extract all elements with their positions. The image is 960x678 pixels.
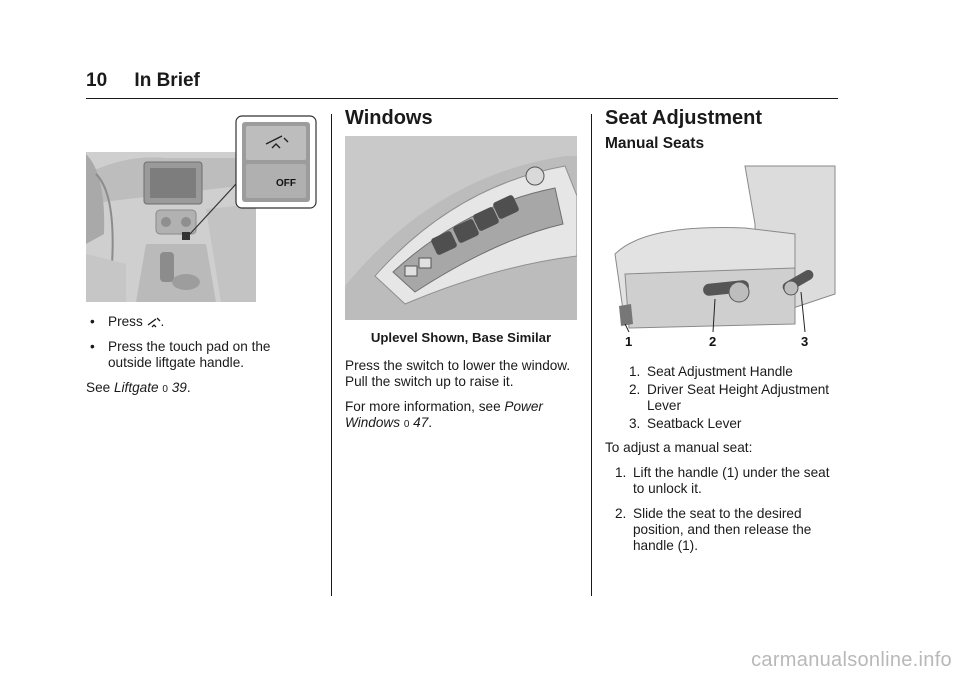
windows-para-2: For more information, see Power Windows … xyxy=(345,399,577,433)
para2-prefix: For more information, see xyxy=(345,399,501,414)
page-number: 10 xyxy=(86,70,108,91)
section-title: In Brief xyxy=(134,70,200,91)
windows-heading: Windows xyxy=(345,107,433,129)
bullet-marker: • xyxy=(90,314,95,329)
bullet-text: Press xyxy=(108,314,143,329)
column-divider-2 xyxy=(591,114,592,596)
callout-3: 3 xyxy=(801,334,808,349)
liftgate-button-illustration xyxy=(86,115,317,302)
legend-text: Driver Seat Height Adjustment Lever xyxy=(647,382,830,413)
liftgate-icon xyxy=(147,316,161,328)
left-column: OFF • Press . • Press the touch pad on t… xyxy=(86,114,318,407)
legend-item: 3. Seatback Lever xyxy=(629,416,837,432)
bullet-press-button: • Press . xyxy=(86,314,318,330)
see-suffix: . xyxy=(186,380,191,395)
middle-column: Windows Uplevel Shown, Base Similar Pres… xyxy=(345,107,577,442)
adjust-intro: To adjust a manual seat: xyxy=(605,440,753,455)
bullet-text: Press the touch pad on the outside liftg… xyxy=(108,339,271,370)
legend-number: 3. xyxy=(629,416,641,431)
para2-suffix: . xyxy=(428,415,433,430)
step-number: 2. xyxy=(615,506,627,521)
step-text: Lift the handle (1) under the seat to un… xyxy=(633,465,830,496)
step-item: 1. Lift the handle (1) under the seat to… xyxy=(615,465,837,497)
column-divider-1 xyxy=(331,114,332,596)
step-number: 1. xyxy=(615,465,627,480)
window-switch-illustration xyxy=(345,136,577,320)
manual-seat-illustration: 1 2 3 xyxy=(605,164,837,354)
seat-adjustment-heading: Seat Adjustment xyxy=(605,107,763,129)
legend-text: Seatback Lever xyxy=(647,416,742,431)
legend-text: Seat Adjustment Handle xyxy=(647,364,793,379)
page-ref-icon: 0 xyxy=(162,384,168,395)
page-ref-icon: 0 xyxy=(403,419,410,430)
liftgate-link[interactable]: Liftgate xyxy=(113,380,159,395)
legend-item: 2. Driver Seat Height Adjustment Lever xyxy=(629,382,837,414)
see-reference: See Liftgate 0 39. xyxy=(86,380,318,398)
step-item: 2. Slide the seat to the desired positio… xyxy=(615,506,837,554)
legend-item: 1. Seat Adjustment Handle xyxy=(629,364,837,380)
watermark: carmanualsonline.info xyxy=(751,649,952,671)
legend-number: 1. xyxy=(629,364,641,379)
figure-caption: Uplevel Shown, Base Similar xyxy=(370,330,552,345)
callout-2: 2 xyxy=(709,334,716,349)
bullet-tail: . xyxy=(160,314,165,329)
see-prefix: See xyxy=(86,380,111,395)
bullet-touch-pad: • Press the touch pad on the outside lif… xyxy=(86,339,318,371)
adjust-steps: 1. Lift the handle (1) under the seat to… xyxy=(605,465,837,554)
page-header: 10 In Brief xyxy=(86,70,200,92)
callout-legend: 1. Seat Adjustment Handle 2. Driver Seat… xyxy=(605,364,837,432)
header-rule xyxy=(86,98,838,99)
manual-seats-heading: Manual Seats xyxy=(605,135,705,152)
power-windows-link[interactable]: Power Windows xyxy=(345,399,543,430)
bullet-marker: • xyxy=(90,339,95,354)
off-label: OFF xyxy=(276,178,296,189)
right-column: Seat Adjustment Manual Seats 1 2 3 1. Se… xyxy=(605,107,837,563)
step-text: Slide the seat to the desired position, … xyxy=(633,506,812,553)
legend-number: 2. xyxy=(629,382,641,397)
page-ref-number[interactable]: 39 xyxy=(171,380,187,395)
callout-1: 1 xyxy=(625,334,632,349)
page-ref-number[interactable]: 47 xyxy=(413,415,429,430)
windows-para-1: Press the switch to lower the window. Pu… xyxy=(345,358,571,389)
